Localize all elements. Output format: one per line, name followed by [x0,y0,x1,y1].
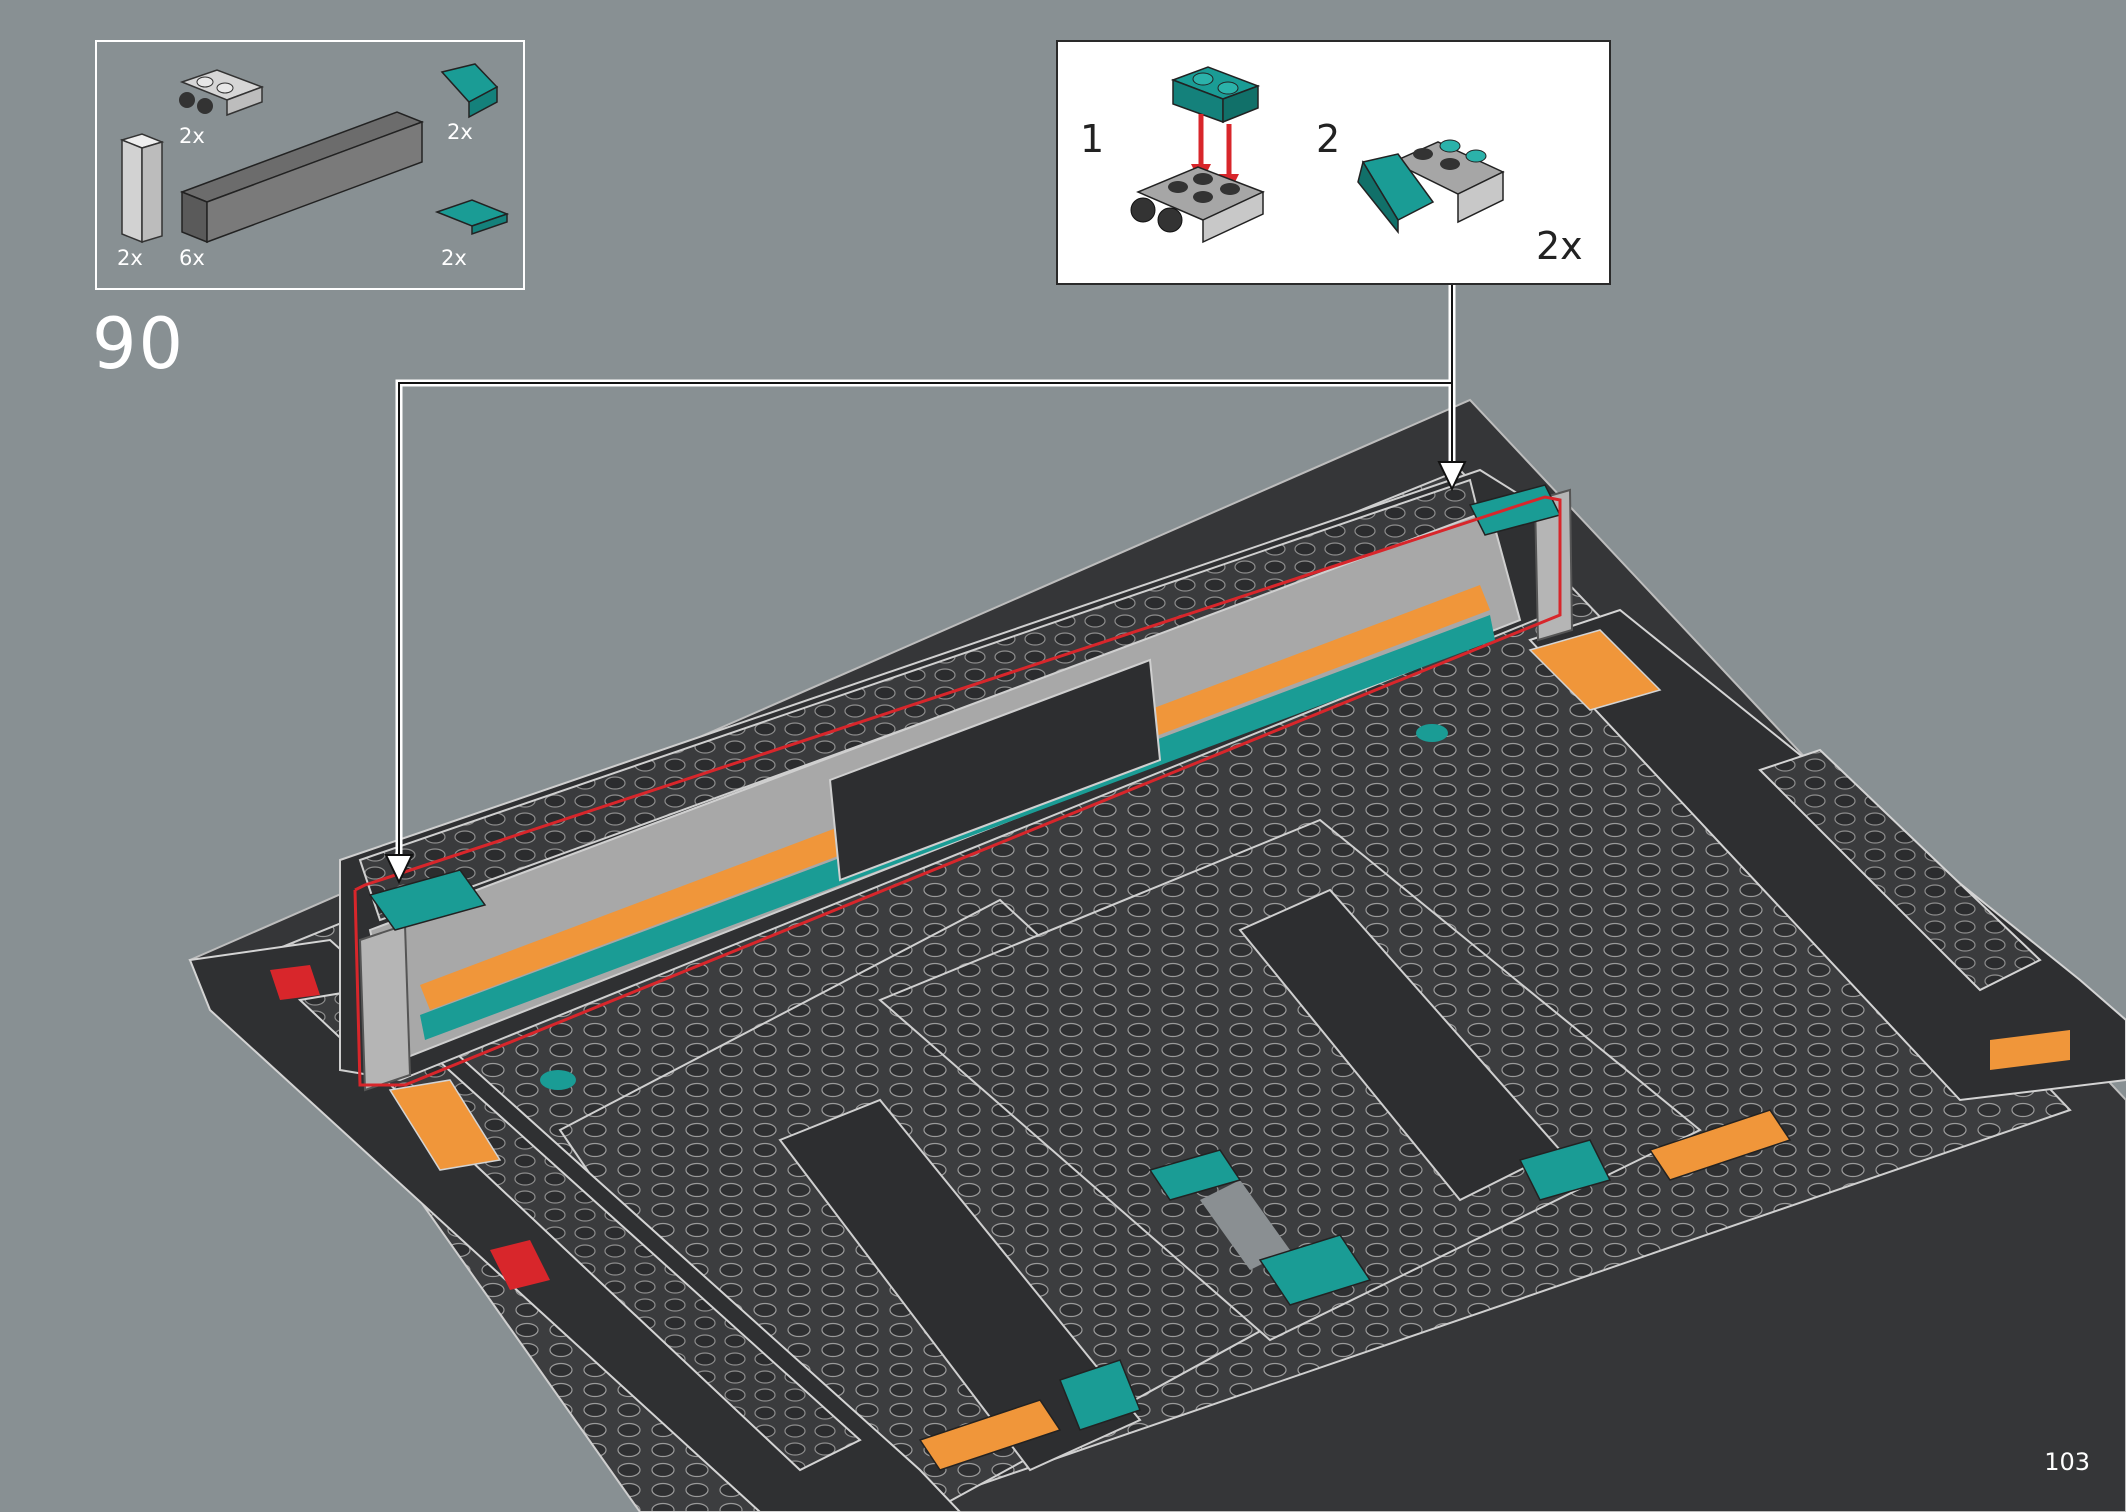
substep-2-label: 2 [1316,117,1341,161]
grey-bracket-plate-icon [1130,166,1265,244]
part-qty: 2x [117,246,143,270]
arrow-head-left [384,854,414,885]
step-number: 90 [92,303,186,385]
teal-slope-icon [440,63,499,119]
subassembly-callout: 1 2 2x [1056,40,1611,285]
part-qty: 6x [179,246,205,270]
callout-quantity: 2x [1536,224,1583,268]
floor-accents [540,724,1792,1471]
part-qty: 2x [179,124,205,148]
right-wall [1528,608,2126,1102]
part-qty: 2x [441,246,467,270]
teal-plate-icon [1170,66,1261,124]
back-wall [339,468,1574,1092]
teal-plate-icon [434,199,510,236]
dark-grey-brick-icon [179,111,425,244]
grey-bracket-plate-icon [179,69,265,117]
part-qty: 2x [447,120,473,144]
parts-list-drawing [119,63,510,244]
callout-pointer-lines [398,285,1453,862]
subassembly-result-icon [1357,139,1505,235]
parts-list: 2x 2x 2x 6x 2x [95,40,525,290]
substep-1-label: 1 [1080,117,1105,161]
page-number: 103 [2044,1448,2090,1476]
callout-drawing [1130,66,1505,244]
arrow-head-right [1437,461,1467,492]
light-grey-brick-icon [119,133,165,244]
